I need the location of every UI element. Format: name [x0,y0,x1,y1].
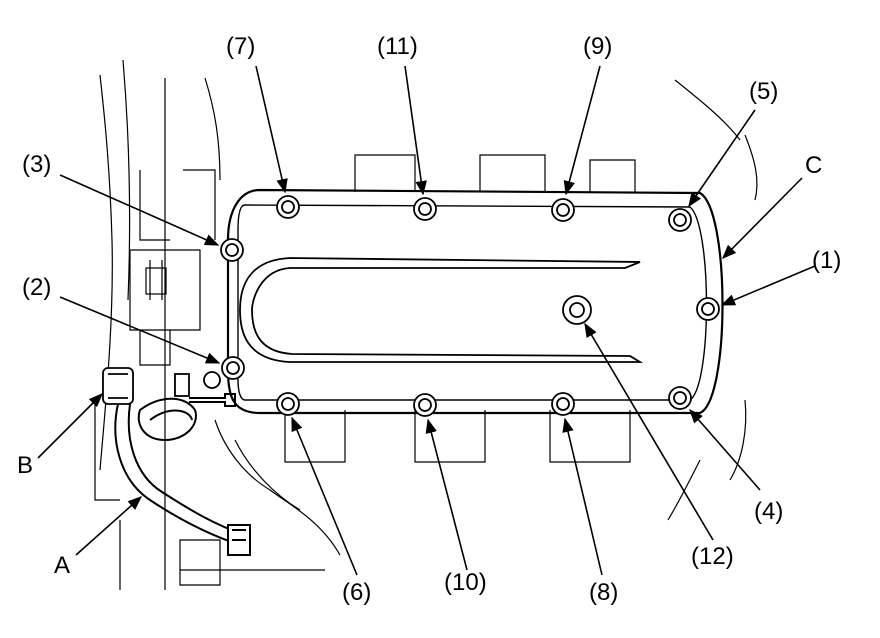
callout-A: A [54,552,70,579]
bolt-8 [551,392,575,416]
callout-1: (1) [812,247,841,274]
bolt-4 [668,386,692,410]
callout-11: (11) [377,33,418,60]
bolt-11 [413,197,437,221]
leader-8 [562,417,603,576]
leader-A [75,496,143,556]
bolt-12 [562,295,592,325]
leader-11 [404,65,427,196]
leader-3 [59,174,220,246]
leader-C [721,177,803,260]
bolt-9 [551,198,575,222]
bolt-6 [276,392,300,416]
callout-8: (8) [589,579,618,606]
callout-10: (10) [444,569,487,596]
callout-labels: (7) (11) (9) (5) C (1) (3) (2) B A (6) (… [17,33,841,606]
engine-background-lines [94,59,758,590]
bolts [220,195,720,417]
callout-12: (12) [691,543,734,570]
callout-5: (5) [749,78,778,105]
harness-a [114,393,251,556]
callout-4: (4) [754,498,783,525]
bolt-3 [220,238,244,262]
bolt-5 [668,208,692,232]
cover-outline [226,188,724,415]
callout-3: (3) [22,151,51,178]
callout-9: (9) [583,33,612,60]
callout-6: (6) [342,579,371,606]
bolt-2 [221,356,245,380]
callout-B: B [17,452,33,479]
bolt-1 [696,297,720,321]
leader-12 [584,322,714,541]
leader-4 [689,408,761,491]
leader-B [37,392,104,459]
leader-2 [59,296,221,364]
leader-6 [291,416,358,576]
leader-5 [688,109,756,208]
bolt-10 [413,393,437,417]
leader-9 [563,65,601,196]
callout-C: C [805,152,822,179]
callout-7: (7) [226,33,255,60]
leader-1 [720,265,816,306]
leader-lines [37,65,816,576]
bolt-7 [276,195,300,219]
leader-7 [255,65,288,194]
leader-10 [425,418,468,571]
callout-2: (2) [22,274,51,301]
